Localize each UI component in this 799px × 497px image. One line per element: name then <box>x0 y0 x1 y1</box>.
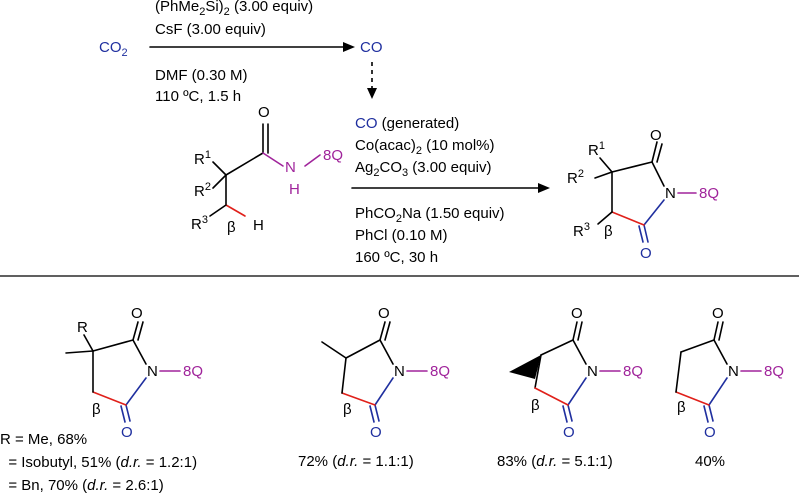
example-3-yield: 83% (d.r. = 5.1:1) <box>497 453 613 470</box>
product-r1: R1 <box>588 140 605 159</box>
step2-conditions-below: PhCO2Na (1.50 equiv) PhCl (0.10 M) 160 º… <box>355 205 505 266</box>
example-4-oxygen-top: O <box>712 305 724 322</box>
example-2-nitrogen: N <box>394 363 405 380</box>
svg-text:110 ºC, 1.5 h: 110 ºC, 1.5 h <box>155 88 241 105</box>
example-3-oxygen-bottom: O <box>563 424 575 441</box>
example-4: O O N 8Q β 40% <box>675 305 784 470</box>
svg-text:CsF (3.00 equiv): CsF (3.00 equiv) <box>155 21 266 38</box>
example-2-8q: 8Q <box>430 363 450 380</box>
example-4-nitrogen: N <box>728 363 739 380</box>
co2-label: CO2 <box>99 39 128 59</box>
example-4-8q: 8Q <box>764 363 784 380</box>
substrate-r1: R1 <box>194 149 211 168</box>
example-1-oxygen-top: O <box>131 305 143 322</box>
example-3-beta: β <box>531 397 540 414</box>
co-generated-label: CO (generated) <box>355 115 459 132</box>
example-1: O O N 8Q R β R = Me, 68% = Isobutyl, 51%… <box>0 305 203 494</box>
product-r3: R3 <box>573 221 590 240</box>
example-1-r-label: R <box>77 319 88 336</box>
substrate-nitrogen: N <box>285 159 296 176</box>
substrate-8q: 8Q <box>323 147 343 164</box>
product-oxygen-top: O <box>650 127 662 144</box>
substrate-r3: R3 <box>191 214 208 233</box>
step2-reagents-above: Co(acac)2 (10 mol%) Ag2CO3 (3.00 equiv) <box>355 137 495 179</box>
substrate-nh-hydrogen: H <box>289 181 300 198</box>
substrate-structure: O N H 8Q R1 R2 R3 β H <box>191 104 343 236</box>
svg-text:PhCO2Na (1.50 equiv): PhCO2Na (1.50 equiv) <box>355 205 505 225</box>
example-2-yield: 72% (d.r. = 1.1:1) <box>298 453 414 470</box>
svg-text:(PhMe2Si)2 (3.00 equiv): (PhMe2Si)2 (3.00 equiv) <box>155 0 313 18</box>
product-structure: O O N 8Q R1 R2 R3 β <box>567 127 719 262</box>
example-3-8q: 8Q <box>623 363 643 380</box>
product-beta: β <box>604 223 613 240</box>
product-nitrogen: N <box>665 185 676 202</box>
example-1-beta: β <box>92 401 101 418</box>
example-1-yield-bn: = Bn, 70% (d.r. = 2.6:1) <box>0 477 164 494</box>
svg-text:PhCl (0.10 M): PhCl (0.10 M) <box>355 227 448 244</box>
svg-text:DMF (0.30 M): DMF (0.30 M) <box>155 67 248 84</box>
step2-arrow <box>351 183 550 193</box>
example-2-oxygen-bottom: O <box>370 424 382 441</box>
step1-arrow <box>149 42 355 52</box>
step1-reagents-above: (PhMe2Si)2 (3.00 equiv) CsF (3.00 equiv) <box>155 0 313 38</box>
substrate-oxygen: O <box>258 104 270 121</box>
example-4-oxygen-bottom: O <box>704 424 716 441</box>
example-1-yield-me: R = Me, 68% <box>0 431 87 448</box>
product-oxygen-bottom: O <box>640 245 652 262</box>
svg-text:Co(acac)2 (10 mol%): Co(acac)2 (10 mol%) <box>355 137 495 157</box>
example-2-oxygen-top: O <box>378 305 390 322</box>
example-1-8q: 8Q <box>183 363 203 380</box>
example-4-beta: β <box>677 399 686 416</box>
example-1-yield-isobutyl: = Isobutyl, 51% (d.r. = 1.2:1) <box>0 454 197 471</box>
substrate-r2: R2 <box>194 181 211 200</box>
co-product-label: CO <box>360 39 383 56</box>
example-4-yield: 40% <box>695 453 725 470</box>
dashed-arrow <box>367 62 377 99</box>
example-1-oxygen-bottom: O <box>121 424 133 441</box>
substrate-beta: β <box>227 219 236 236</box>
product-r2: R2 <box>567 168 584 187</box>
example-3-nitrogen: N <box>587 363 598 380</box>
example-2-beta: β <box>343 401 352 418</box>
svg-text:160 ºC, 30 h: 160 ºC, 30 h <box>355 249 438 266</box>
example-3-oxygen-top: O <box>571 305 583 322</box>
svg-text:Ag2CO3 (3.00 equiv): Ag2CO3 (3.00 equiv) <box>355 159 492 179</box>
example-3: O O N 8Q β 83% (d.r. = 5.1:1) <box>497 305 643 470</box>
product-8q: 8Q <box>699 185 719 202</box>
step1-conditions-below: DMF (0.30 M) 110 ºC, 1.5 h <box>155 67 248 105</box>
example-1-nitrogen: N <box>147 363 158 380</box>
substrate-ch-hydrogen: H <box>253 217 264 234</box>
example-2: O O N 8Q β 72% (d.r. = 1.1:1) <box>298 305 450 470</box>
